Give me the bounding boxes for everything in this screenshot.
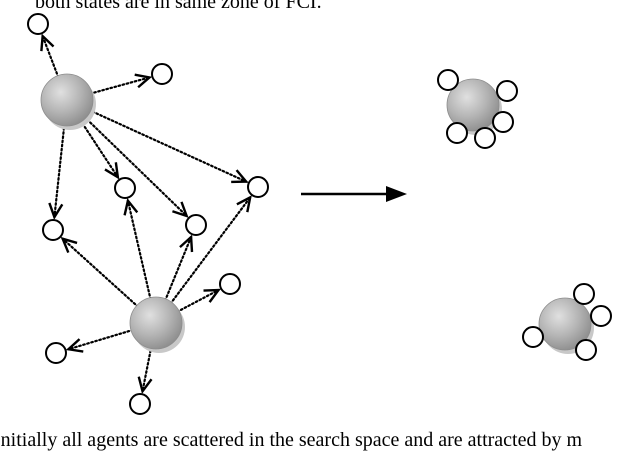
attraction-arrow-2 xyxy=(89,76,151,95)
converged-agent-7 xyxy=(590,305,612,327)
caption-top: both states are in same zone of FCI. xyxy=(35,0,322,13)
best-state-a xyxy=(40,73,94,127)
converged-state-b xyxy=(538,297,592,351)
attraction-arrowhead-10 xyxy=(236,195,252,213)
attraction-arrowhead-7 xyxy=(60,236,78,254)
attraction-arrow-10 xyxy=(169,196,252,305)
attraction-arrow-9 xyxy=(163,235,193,302)
converged-agent-6 xyxy=(573,283,595,305)
transition-arrow xyxy=(301,186,407,202)
attraction-arrow-11 xyxy=(176,288,220,313)
agent-7 xyxy=(219,273,241,295)
attraction-arrowhead-4 xyxy=(231,169,249,184)
attraction-arrow-5 xyxy=(53,122,66,219)
agent-6 xyxy=(185,214,207,236)
converged-agent-8 xyxy=(575,339,597,361)
agent-1 xyxy=(27,13,49,35)
transition-arrow-head xyxy=(386,186,407,202)
converged-agent-1 xyxy=(437,69,459,91)
agent-2 xyxy=(151,63,173,85)
converged-agent-2 xyxy=(496,80,518,102)
attraction-arrowhead-11 xyxy=(203,288,221,303)
attraction-arrowhead-8 xyxy=(123,197,139,216)
converged-state-a xyxy=(446,78,500,132)
attraction-arrowhead-9 xyxy=(179,234,194,253)
agent-8 xyxy=(45,342,67,364)
attraction-arrowhead-1 xyxy=(40,33,55,52)
attraction-arrowhead-13 xyxy=(137,376,153,394)
agents xyxy=(27,13,612,415)
converged-agent-4 xyxy=(474,127,496,149)
attraction-arrow-3 xyxy=(79,118,119,179)
attraction-arrowhead-5 xyxy=(48,202,64,220)
attraction-arrow-4 xyxy=(87,108,248,183)
attraction-arrow-7 xyxy=(61,237,140,309)
agent-9 xyxy=(129,393,151,415)
attraction-arrowhead-6 xyxy=(172,201,189,218)
attraction-arrow-8 xyxy=(126,199,152,301)
attraction-arrow-12 xyxy=(67,328,135,351)
converged-agent-3 xyxy=(492,111,514,133)
attraction-arrow-13 xyxy=(141,345,153,393)
attraction-arrowhead-12 xyxy=(65,338,84,353)
converged-agent-5 xyxy=(446,122,468,144)
attraction-arrows xyxy=(40,33,252,394)
attraction-arrow-1 xyxy=(41,35,60,79)
attraction-arrowhead-2 xyxy=(134,73,153,89)
best-state-b xyxy=(129,296,183,350)
caption-bottom: Initially all agents are scattered in th… xyxy=(0,429,583,451)
agent-5 xyxy=(42,219,64,241)
attraction-arrowhead-3 xyxy=(104,162,120,180)
agent-3 xyxy=(114,177,136,199)
converged-agent-9 xyxy=(522,326,544,348)
agent-4 xyxy=(247,176,269,198)
attraction-arrow-6 xyxy=(83,115,188,218)
